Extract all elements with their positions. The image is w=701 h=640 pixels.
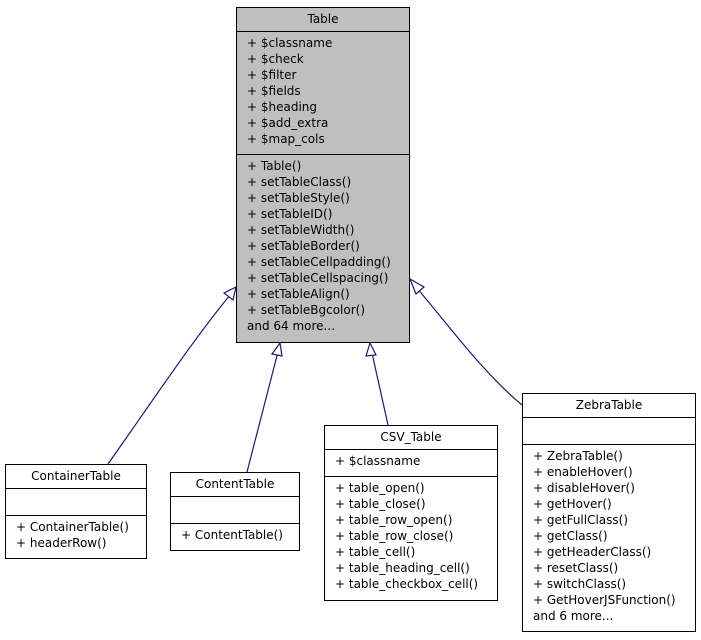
operation: + table_open(): [335, 481, 425, 495]
edge-csvtable-to-table: [369, 343, 389, 426]
operation: + setTableCellspacing(): [247, 271, 389, 285]
operation: + headerRow(): [16, 536, 107, 550]
class-name: ContentTable: [171, 473, 299, 497]
attribute: + $add_extra: [247, 116, 329, 130]
operation: + Table(): [247, 159, 302, 173]
class-zebratable[interactable]: ZebraTable + ZebraTable() + enableHover(…: [522, 393, 696, 632]
operation: + ContainerTable(): [16, 520, 129, 534]
operation: + setTableID(): [247, 207, 333, 221]
class-containertable[interactable]: ContainerTable + ContainerTable() + head…: [5, 464, 147, 559]
attributes-section: [171, 497, 299, 524]
edge-containertable-to-table: [107, 287, 237, 465]
class-name: ZebraTable: [523, 394, 695, 418]
operation: + getHover(): [533, 497, 612, 511]
more-operations-note: and 6 more...: [533, 609, 614, 623]
operations-section: + table_open() + table_close() + table_r…: [325, 477, 497, 594]
attributes-section: + $classname: [325, 450, 497, 477]
operation: + table_row_open(): [335, 513, 453, 527]
attributes-section: + $classname + $check + $filter + $field…: [237, 32, 409, 155]
operation: + setTableAlign(): [247, 287, 350, 301]
operation: + switchClass(): [533, 577, 627, 591]
operation: + GetHoverJSFunction(): [533, 593, 676, 607]
arrowhead-csvtable: [365, 341, 377, 357]
more-operations-note: and 64 more...: [247, 319, 336, 333]
operation: + table_close(): [335, 497, 426, 511]
operation: + getHeaderClass(): [533, 545, 652, 559]
attribute: + $map_cols: [247, 132, 325, 146]
arrowhead-zebratable: [408, 277, 426, 296]
operation: + setTableBgcolor(): [247, 303, 366, 317]
operation: + table_row_close(): [335, 529, 454, 543]
class-name: Table: [237, 8, 409, 32]
arrowhead-containertable: [222, 285, 237, 302]
operation: + setTableWidth(): [247, 223, 355, 237]
attributes-section: [6, 489, 146, 516]
operation: + resetClass(): [533, 561, 619, 575]
edge-zebratable-to-table: [409, 279, 523, 406]
operation: + getFullClass(): [533, 513, 629, 527]
class-table[interactable]: Table + $classname + $check + $filter + …: [236, 7, 410, 343]
operation: + setTableCellpadding(): [247, 255, 391, 269]
operations-section: + ContentTable(): [171, 524, 299, 545]
operation: + enableHover(): [533, 465, 633, 479]
attributes-section: [523, 418, 695, 445]
attribute: + $classname: [247, 36, 333, 50]
operations-section: + ContainerTable() + headerRow(): [6, 516, 146, 553]
attribute: + $check: [247, 52, 304, 66]
class-csv-table[interactable]: CSV_Table + $classname + table_open() + …: [324, 425, 498, 601]
operation: + ZebraTable(): [533, 449, 623, 463]
edge-contenttable-to-table: [246, 343, 281, 473]
operation: + setTableClass(): [247, 175, 352, 189]
operation: + table_cell(): [335, 545, 416, 559]
class-contenttable[interactable]: ContentTable + ContentTable(): [170, 472, 300, 551]
attribute: + $classname: [335, 454, 421, 468]
class-name: ContainerTable: [6, 465, 146, 489]
operation: + setTableBorder(): [247, 239, 360, 253]
operations-section: + ZebraTable() + enableHover() + disable…: [523, 445, 695, 626]
operation: + getClass(): [533, 529, 608, 543]
operation: + table_checkbox_cell(): [335, 577, 479, 591]
class-name: CSV_Table: [325, 426, 497, 450]
operation: + table_heading_cell(): [335, 561, 470, 575]
operation: + ContentTable(): [181, 528, 283, 542]
arrowhead-contenttable: [270, 341, 283, 357]
operation: + disableHover(): [533, 481, 635, 495]
attribute: + $filter: [247, 68, 297, 82]
operation: + setTableStyle(): [247, 191, 350, 205]
operations-section: + Table() + setTableClass() + setTableSt…: [237, 155, 409, 336]
attribute: + $heading: [247, 100, 318, 114]
attribute: + $fields: [247, 84, 301, 98]
